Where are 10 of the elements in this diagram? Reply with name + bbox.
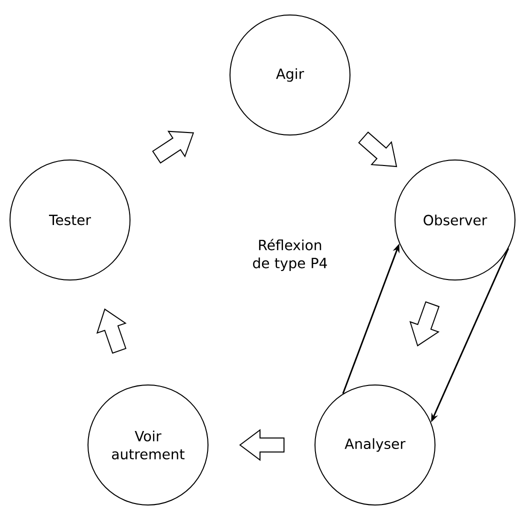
- circle-node: Tester: [10, 160, 130, 280]
- block-arrow: [409, 301, 440, 346]
- circle-node: Voir autrement: [88, 384, 208, 506]
- circle-node: Observer: [394, 160, 516, 280]
- center-label: Réflexion de type P4: [253, 238, 327, 272]
- block-arrow: [239, 428, 284, 461]
- block-arrow: [96, 308, 127, 354]
- block-arrow: [358, 132, 398, 168]
- circle-node: Agir: [230, 14, 350, 136]
- circle-node: Analyser: [314, 384, 436, 506]
